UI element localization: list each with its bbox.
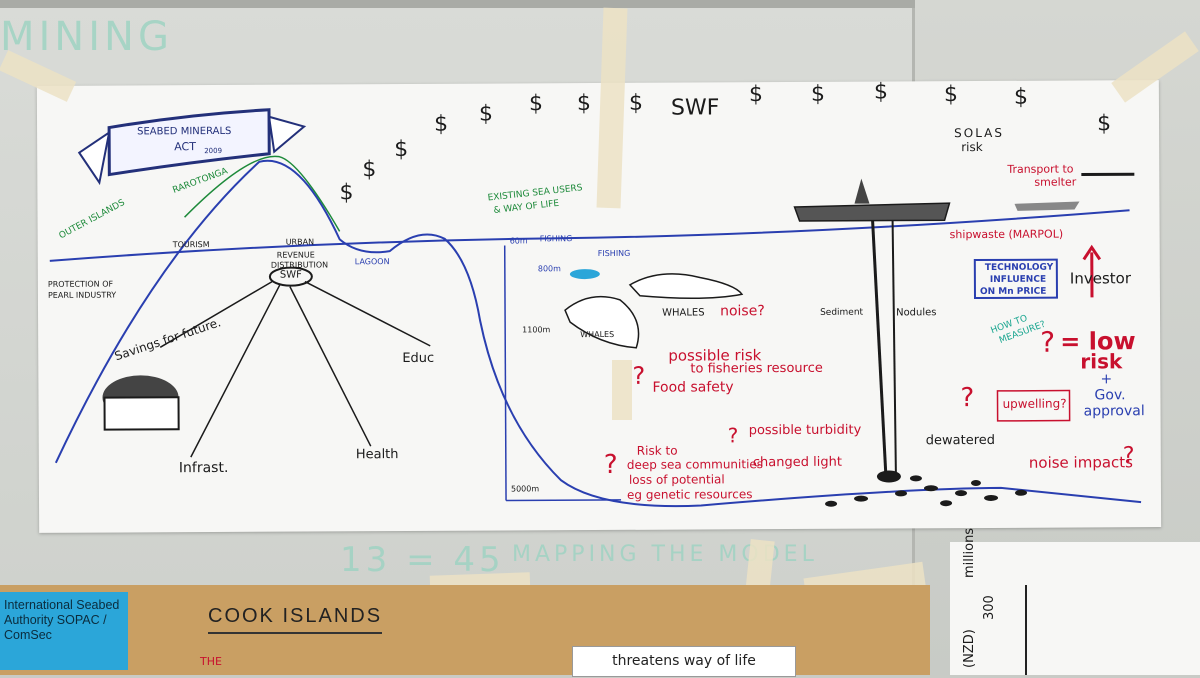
label-swf-top: SWF [671,95,720,120]
qmark-noise: ? [1123,443,1135,468]
label-on-mn-price: ON Mn PRICE [980,287,1047,297]
label-risk-2: risk [1080,349,1122,373]
label-nodules: Nodules [896,307,936,318]
label-risk: risk [961,140,983,154]
label-investor: Investor [1070,269,1131,287]
label-changed-light: changed light [753,455,842,470]
chart-axis [1025,585,1027,675]
label-turbidity: possible turbidity [749,423,862,439]
qmark-turbidity: ? [728,423,739,447]
label-fisheries: to fisheries resource [690,361,823,377]
tape-center-mid [612,360,632,420]
value-300: 300 [982,595,997,620]
label-whales-big: WHALES [580,330,614,339]
label-swf-node: SWF [280,270,302,281]
label-deep-sea: deep sea communities [627,457,763,472]
label-whales-small: WHALES [662,307,705,318]
label-dewatered: dewatered [926,433,995,448]
label-solas: SOLAS [954,126,1004,140]
qmark-upwelling: ? [960,383,974,413]
isa-card: International Seabed Authority SOPAC / C… [0,592,128,670]
label-influence: INFLUENCE [990,275,1046,285]
millions-label: millions [962,528,977,578]
banner-act: ACT [174,140,196,153]
label-protection: PROTECTION OF PEARL INDUSTRY [48,279,118,301]
label-revenue: REVENUE [277,250,315,259]
label-distribution: DISTRIBUTION [271,260,328,269]
label-noise: noise? [720,303,765,319]
banner-year: 2009 [204,147,222,155]
label-depth-5000: 5000m [511,484,539,493]
nzd-label: (NZD) [962,629,977,668]
label-shipwaste: shipwaste (MARPOL) [950,228,1064,242]
label-outer-islands: OUTER ISLANDS [58,198,127,241]
the-label: THE [200,655,222,668]
label-upwelling: upwelling? [1003,397,1067,411]
threatens-card: threatens way of life [572,646,796,677]
label-lagoon: LAGOON [355,257,390,266]
label-fishing-1: FISHING [540,234,573,243]
label-genetic: eg genetic resources [627,487,752,502]
label-approval: approval [1084,403,1145,419]
label-loss: loss of potential [629,472,725,487]
label-infrast: Infrast. [179,460,229,476]
qmark-fisheries: ? [632,362,645,390]
label-transport: Transport to [1007,163,1073,176]
label-depth-60: 60m [510,236,528,245]
label-sediment: Sediment [820,308,863,318]
label-educ: Educ [402,351,434,366]
label-rarotonga: RAROTONGA [171,166,229,195]
label-risk-to: Risk to [637,444,678,458]
label-plus: + [1100,371,1112,387]
label-gov: Gov. [1094,387,1125,403]
label-smelter: smelter [1034,176,1076,189]
label-urban: URBAN [286,237,314,246]
label-depth-800: 800m [538,264,561,273]
qmark-risk: ? [1040,326,1055,359]
banner-title: SEABED MINERALS [137,126,231,137]
label-tourism: TOURISM [173,240,210,249]
label-savings: Savings for future. [113,315,223,363]
label-noise-impacts: noise impacts [1029,453,1133,472]
qmark-deep-sea: ? [604,450,618,480]
label-technology: TECHNOLOGY [985,263,1053,273]
label-health: Health [356,447,399,462]
cook-islands-heading: COOK ISLANDS [208,605,382,634]
label-fishing-2: FISHING [598,249,631,258]
label-depth-1100: 1100m [522,325,550,334]
label-food-safety: Food safety [652,379,733,395]
